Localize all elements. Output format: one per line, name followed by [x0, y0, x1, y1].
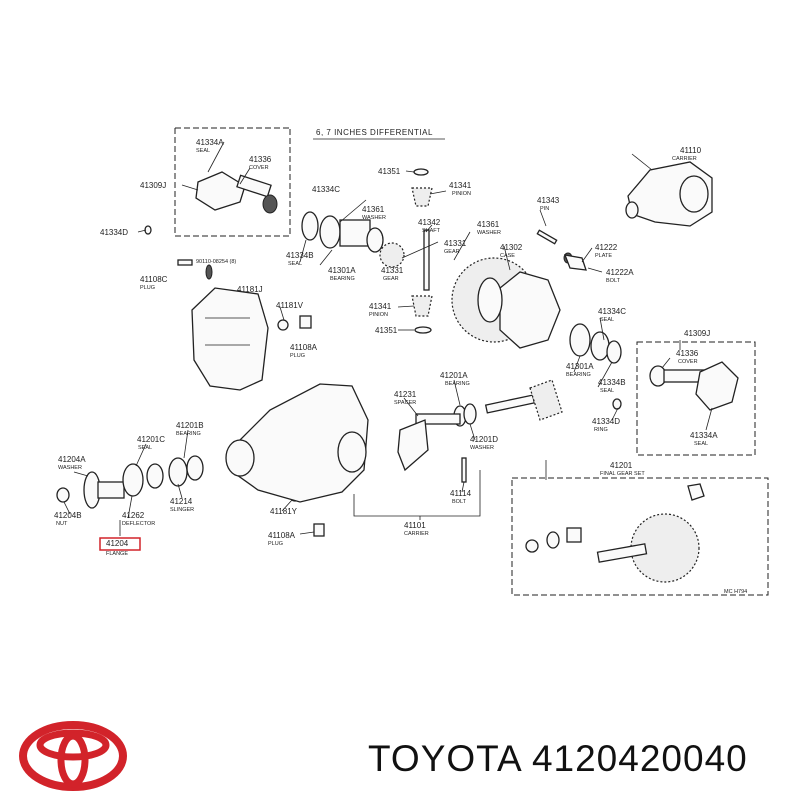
front-flange-stack	[56, 455, 204, 509]
companion-flange-top	[144, 171, 278, 235]
label-41334C-top: 41334C	[312, 185, 340, 194]
differential-case	[451, 252, 587, 349]
label-41309J-right: 41309J	[684, 329, 710, 338]
logo-vertical-ring	[57, 732, 89, 788]
bolt-41114	[461, 457, 467, 483]
companion-flange-right	[612, 361, 739, 411]
toyota-logo-icon	[19, 721, 127, 791]
brand-part-number: TOYOTA 4120420040	[368, 738, 748, 779]
group-box-right	[636, 341, 756, 456]
final-gear-set	[525, 483, 705, 583]
diagram-header: 6, 7 INCHES DIFFERENTIAL	[316, 128, 433, 137]
label-41181V: 41181V	[276, 301, 304, 310]
carrier-assembly-top	[625, 161, 713, 227]
group-box-final-gear	[511, 477, 769, 596]
label-41351-top: 41351	[378, 167, 401, 176]
label-41309J-top: 41309J	[140, 181, 166, 190]
drive-pinion	[397, 379, 563, 472]
main-carrier-41101	[225, 383, 369, 503]
leader-lines	[63, 141, 713, 536]
label-41351-bottom: 41351	[375, 326, 398, 335]
exploded-parts-diagram: 6, 7 INCHES DIFFERENTIAL	[54, 127, 769, 596]
label-90110-08254: 90110-08254 (8)	[196, 259, 236, 265]
label-41181Y: 41181Y	[270, 507, 298, 516]
label-41181J: 41181J	[237, 285, 263, 294]
highlight-box-41204	[99, 537, 141, 551]
left-bearing-stack	[301, 211, 405, 268]
reference-code: MC H794	[724, 589, 747, 595]
right-bearing-stack	[569, 323, 622, 364]
pinion-gears	[411, 168, 558, 334]
group-box-top-left	[174, 127, 291, 237]
label-41334D-top: 41334D	[100, 228, 128, 237]
carrier-cover-41181J	[177, 259, 269, 391]
